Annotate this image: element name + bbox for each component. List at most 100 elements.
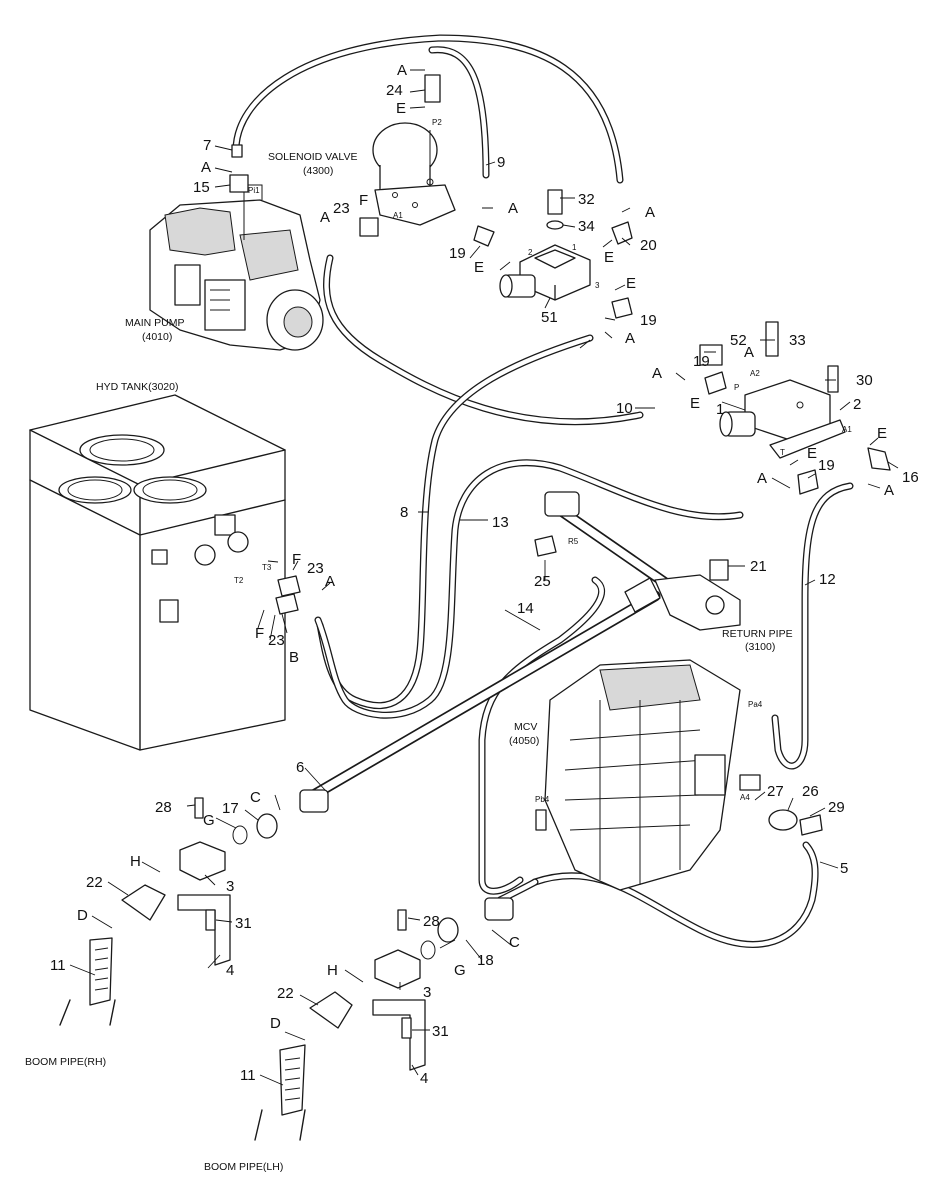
- callout-a-1: A: [397, 62, 407, 79]
- boom-pipe-lh-label: BOOM PIPE(LH): [204, 1161, 283, 1173]
- callout-30: 30: [856, 372, 873, 389]
- port-p: P: [734, 383, 739, 392]
- callout-13: 13: [492, 514, 509, 531]
- callout-23-a: 23: [333, 200, 350, 217]
- callout-2: 2: [853, 396, 861, 413]
- port-pi1: Pi1: [248, 186, 260, 195]
- callout-a-9: A: [757, 470, 767, 487]
- callout-g-2: G: [454, 962, 466, 979]
- callout-10: 10: [616, 400, 633, 417]
- mcv-label: MCV: [514, 721, 537, 733]
- callout-3-rh: 3: [226, 878, 234, 895]
- port-labels: Pi1 P2 A1 A2 P A1 T T3 T2 R5 Pa4 Pb4 A4 …: [234, 118, 852, 804]
- return-pipe-label: RETURN PIPE: [722, 628, 793, 640]
- boom-pipe-rh-label: BOOM PIPE(RH): [25, 1056, 106, 1068]
- callout-a-6: A: [625, 330, 635, 347]
- port-t: T: [780, 448, 785, 457]
- callouts: 1 2 3 3 4 4 5 6 7 8 9 10 11 11 12 13 14 …: [50, 62, 919, 1087]
- callout-a-4: A: [508, 200, 518, 217]
- port-51-1: 1: [572, 243, 577, 252]
- callout-5: 5: [840, 860, 848, 877]
- callout-a-7: A: [744, 344, 754, 361]
- leader-lines: [69, 69, 899, 1086]
- callout-27: 27: [767, 783, 784, 800]
- callout-17: 17: [222, 800, 239, 817]
- callout-26: 26: [802, 783, 819, 800]
- port-t2: T2: [234, 576, 244, 585]
- boom-fittings-rh: [59, 789, 329, 1026]
- hyd-tank-label: HYD TANK(3020): [96, 381, 178, 393]
- callout-11-lh: 11: [240, 1067, 256, 1084]
- valve-block-51: [499, 244, 591, 301]
- callout-51: 51: [541, 309, 558, 326]
- callout-22-lh: 22: [277, 985, 294, 1002]
- port-p2: P2: [432, 118, 442, 127]
- port-a2: A2: [750, 369, 760, 378]
- callout-19-c: 19: [693, 353, 710, 370]
- callout-f-2: F: [292, 551, 301, 568]
- callout-16: 16: [902, 469, 919, 486]
- callout-31-lh: 31: [432, 1023, 449, 1040]
- callout-e-3: E: [604, 249, 614, 266]
- callout-12: 12: [819, 571, 836, 588]
- solenoid-valve: [372, 122, 456, 226]
- callout-e-1: E: [396, 100, 406, 117]
- callout-a-2: A: [201, 159, 211, 176]
- port-a1-solenoid: A1: [393, 211, 403, 220]
- callout-d-1: D: [77, 907, 88, 924]
- callout-28-lh: 28: [423, 913, 440, 930]
- callout-32: 32: [578, 191, 595, 208]
- callout-33: 33: [789, 332, 806, 349]
- small-fittings: [194, 74, 891, 1039]
- callout-28-rh: 28: [155, 799, 172, 816]
- main-pump-label: MAIN PUMP: [125, 317, 185, 329]
- boom-fittings-lh: [254, 897, 514, 1141]
- callout-e-5: E: [690, 395, 700, 412]
- callout-34: 34: [578, 218, 595, 235]
- callout-7: 7: [203, 137, 211, 154]
- port-51-3: 3: [595, 281, 600, 290]
- callout-g-1: G: [203, 812, 215, 829]
- callout-52: 52: [730, 332, 747, 349]
- main-pump-code: (4010): [142, 331, 172, 343]
- callout-31-rh: 31: [235, 915, 252, 932]
- callout-14: 14: [517, 600, 534, 617]
- callout-24: 24: [386, 82, 403, 99]
- callout-19-b: 19: [640, 312, 657, 329]
- hyd-tank: [29, 394, 286, 751]
- callout-4-lh: 4: [420, 1070, 428, 1087]
- solenoid-valve-label: SOLENOID VALVE: [268, 151, 357, 163]
- callout-e-7: E: [807, 445, 817, 462]
- callout-23-b: 23: [307, 560, 324, 577]
- callout-a-11: A: [325, 573, 335, 590]
- callout-18: 18: [477, 952, 494, 969]
- callout-19-d: 19: [818, 457, 835, 474]
- callout-23-c: 23: [268, 632, 285, 649]
- callout-1: 1: [716, 401, 724, 418]
- callout-c-1: C: [250, 789, 261, 806]
- return-pipe-fittings: [544, 491, 741, 631]
- port-pa4: Pa4: [748, 700, 763, 709]
- callout-4-rh: 4: [226, 962, 234, 979]
- callout-e-2: E: [474, 259, 484, 276]
- callout-a-8: A: [652, 365, 662, 382]
- callout-29: 29: [828, 799, 845, 816]
- port-r5: R5: [568, 537, 579, 546]
- callout-h-1: H: [130, 853, 141, 870]
- callout-9: 9: [497, 154, 505, 171]
- callout-20: 20: [640, 237, 657, 254]
- callout-c-2: C: [509, 934, 520, 951]
- callout-3-lh: 3: [423, 984, 431, 1001]
- solenoid-valve-code: (4300): [303, 165, 333, 177]
- return-pipe-code: (3100): [745, 641, 775, 653]
- callout-h-2: H: [327, 962, 338, 979]
- port-pb4: Pb4: [535, 795, 550, 804]
- callout-6: 6: [296, 759, 304, 776]
- callout-a-10: A: [884, 482, 894, 499]
- callout-d-2: D: [270, 1015, 281, 1032]
- callout-21: 21: [750, 558, 767, 575]
- callout-25: 25: [534, 573, 551, 590]
- callout-f-3: F: [255, 625, 264, 642]
- callout-a-5: A: [645, 204, 655, 221]
